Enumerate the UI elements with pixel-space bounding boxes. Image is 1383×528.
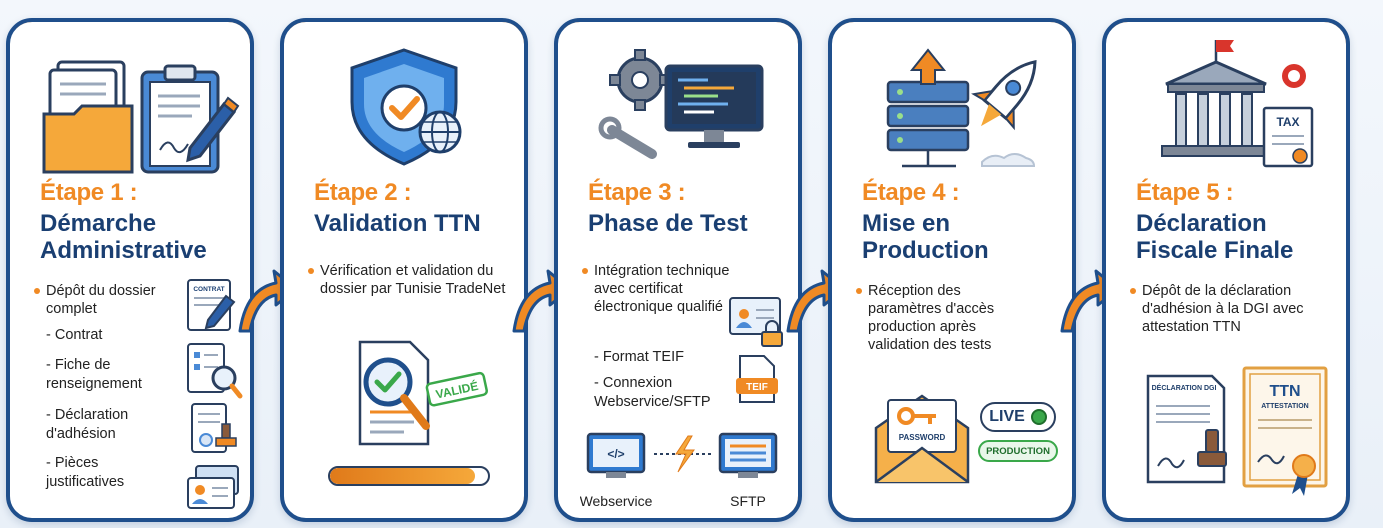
government-building-tax-icon: TAX [1161,40,1314,168]
documents-clipboard-icon [42,60,240,174]
live-badge: LIVE [980,402,1056,432]
step-card-5: TAX Étape 5 : Déclaration Fiscale Finale… [1102,18,1350,522]
form-search-icon [187,343,243,399]
progress-fill [330,468,476,484]
step-card-1: Étape 1 : Démarche Administrative Dépôt … [6,18,254,522]
adhesion-form-icon [191,403,237,453]
step-card-4: Étape 4 : Mise en Production Réception d… [828,18,1076,522]
contract-icon: CONTRAT [187,279,236,331]
step-card-2: Étape 2 : Validation TTN Vérification et… [280,18,528,522]
step-title: Démarche Administrative [40,210,207,264]
certificate-lock-icon [729,297,783,347]
step-title: Mise en Production [862,210,989,264]
attestation-label: ATTESTATION [1261,403,1308,410]
step-label: Étape 3 : [588,179,686,206]
step-title: Phase de Test [588,210,748,237]
subitem-declaration: - Déclaration d'adhésion [46,407,129,442]
step-bullet: Réception des paramètres d'accès product… [856,282,1036,354]
declaration-attestation-documents-icon: DÉCLARATION DGI TTN ATTESTATION [1146,366,1328,496]
step-title: Validation TTN [314,210,481,237]
step-label: Étape 5 : [1136,179,1234,206]
subitem-pieces: - Pièces justificatives [46,455,125,490]
subitem-fiche: - Fiche de renseignement [46,357,142,392]
subitem-teif: - Format TEIF [594,349,684,365]
id-cards-icon [187,465,239,509]
server-rocket-icon [886,48,1037,168]
live-label: LIVE [989,408,1025,425]
production-label: PRODUCTION [986,445,1050,457]
production-badge: PRODUCTION [978,440,1058,462]
step-label: Étape 1 : [40,179,138,206]
svg-text:</>: </> [607,447,624,461]
step-bullet: Vérification et validation du dossier pa… [308,262,508,298]
shield-check-globe-icon [350,48,462,166]
step-card-3: Étape 3 : Phase de Test Intégration tech… [554,18,802,522]
progress-bar [328,466,490,486]
contract-label: CONTRAT [193,286,224,293]
step-bullet: Intégration technique avec certificat él… [582,262,742,316]
gear-monitor-code-icon [598,49,764,159]
webservice-label: Webservice [580,493,653,509]
ttn-label: TTN [1269,383,1300,400]
password-label: PASSWORD [899,433,946,442]
validated-document-icon: VALIDÉ [358,340,488,446]
declaration-label: DÉCLARATION DGI [1152,383,1217,392]
step-bullet: Dépôt du dossier complet [34,282,164,318]
tax-label: TAX [1276,115,1299,129]
teif-label: TEIF [746,382,768,393]
step-title: Déclaration Fiscale Finale [1136,210,1294,264]
subitem-contrat: - Contrat [46,327,103,343]
subitem-connexion: - Connexion Webservice/SFTP [594,375,711,410]
teif-file-icon: TEIF [736,355,778,403]
step-bullet: Dépôt de la déclaration d'adhésion à la … [1130,282,1320,336]
live-status-dot [1030,409,1047,425]
step-label: Étape 2 : [314,179,412,206]
webservice-sftp-connection-icon: </> Webservice SFTP [580,432,778,509]
sftp-label: SFTP [730,493,766,509]
step-label: Étape 4 : [862,179,960,206]
password-envelope-icon: PASSWORD [874,394,970,484]
